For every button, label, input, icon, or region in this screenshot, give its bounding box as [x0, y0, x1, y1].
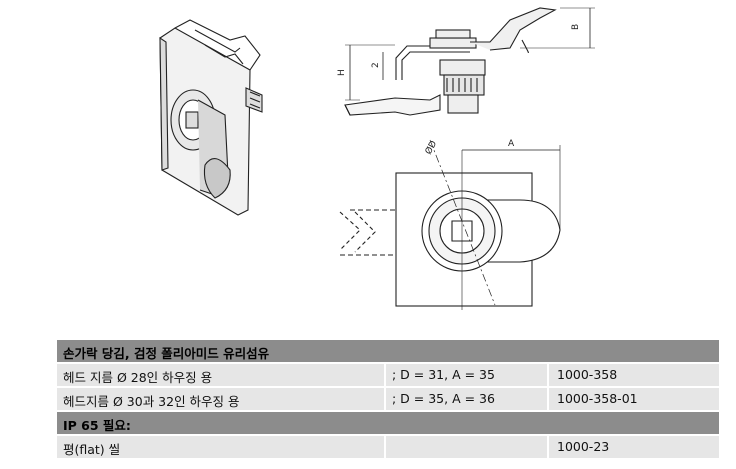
section-title: 손가락 당김, 검정 폴리아미드 유리섬유 — [63, 346, 270, 361]
row-code: 1000-23 — [557, 439, 610, 454]
row-params: ; D = 35, A = 36 — [392, 391, 495, 406]
perspective-view — [159, 19, 263, 216]
side-view — [344, 7, 595, 116]
front-view — [339, 139, 561, 310]
section-header: 손가락 당김, 검정 폴리아미드 유리섬유 — [57, 340, 719, 362]
section-header: IP 65 필요: — [57, 412, 719, 434]
dim-label-a: A — [508, 139, 515, 149]
table-row: 헤드지름 Ø 30과 32인 하우징 용 ; D = 35, A = 36 10… — [57, 388, 719, 410]
dim-label-b: B — [571, 24, 581, 30]
technical-drawing: B H 2 ØD A — [159, 7, 595, 310]
dim-label-2: 2 — [371, 62, 381, 68]
section-title: IP 65 필요: — [63, 418, 131, 433]
dim-label-h: H — [337, 69, 347, 76]
dim-label-d: ØD — [423, 139, 439, 157]
row-code: 1000-358-01 — [557, 391, 638, 406]
row-description: 평(flat) 씰 — [63, 442, 121, 457]
table-row: 평(flat) 씰 1000-23 — [57, 436, 719, 458]
row-code: 1000-358 — [557, 367, 618, 382]
row-params: ; D = 31, A = 35 — [392, 367, 495, 382]
row-description: 헤드지름 Ø 30과 32인 하우징 용 — [63, 394, 240, 409]
product-table: 손가락 당김, 검정 폴리아미드 유리섬유 헤드 지름 Ø 28인 하우징 용 … — [57, 340, 719, 460]
table-row: 헤드 지름 Ø 28인 하우징 용 ; D = 31, A = 35 1000-… — [57, 364, 719, 386]
row-description: 헤드 지름 Ø 28인 하우징 용 — [63, 370, 213, 385]
